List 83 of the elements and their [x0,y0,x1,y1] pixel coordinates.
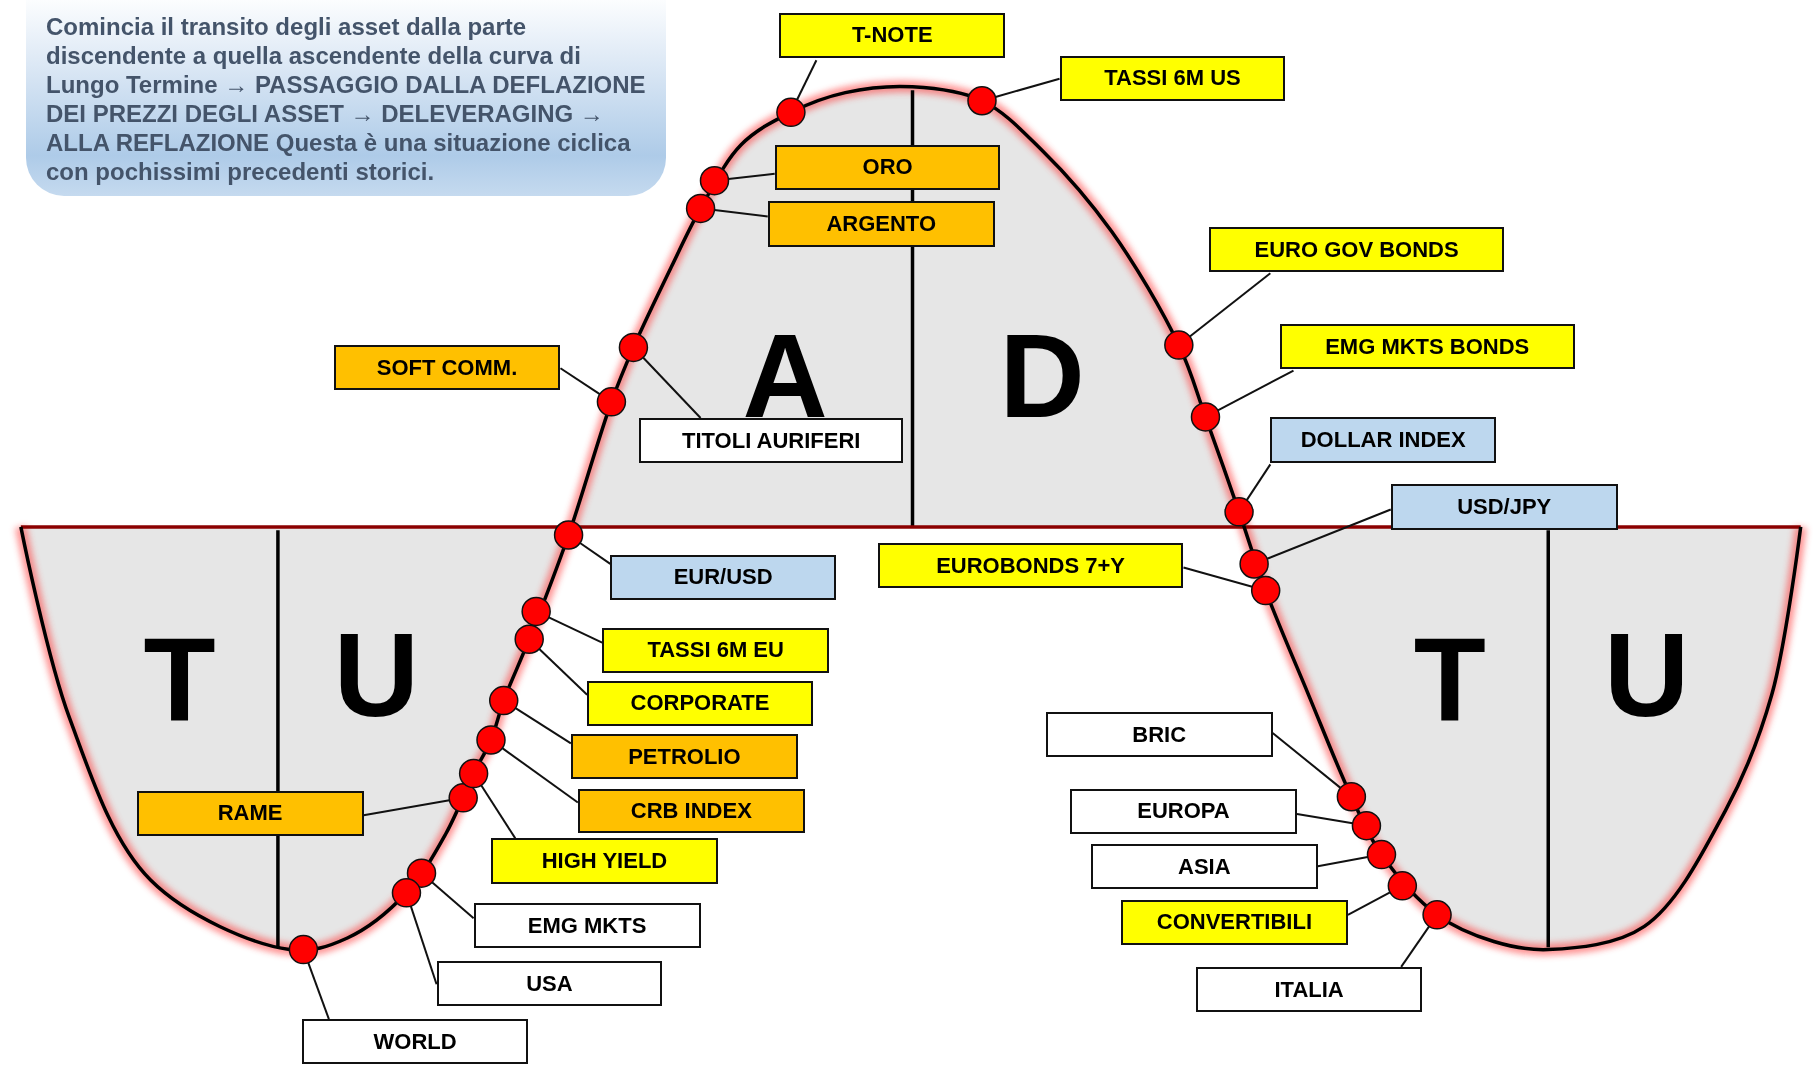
marker-dot [699,165,730,196]
leader-line [1216,369,1295,412]
asset-label: HIGH YIELD [491,838,718,884]
note-box: Comincia il transito degli asset dalla parte discendente a quella ascendente della curva di Lungo Termine → PASSAGGIO DALLA DEFLAZIONE DEI PREZZI DEGLI ASSET → DELEVERAGING → ALLA REFLAZIONE Questa è una situazione ciclica con pochissimi precedenti storici. [26,0,666,196]
marker-dot [967,86,997,116]
marker-dot [1250,575,1281,606]
leader-line [307,961,330,1021]
asset-label: PETROLIO [570,734,798,780]
marker-dot [618,332,649,363]
asset-label: CORPORATE [587,680,813,727]
asset-label: ASIA [1090,844,1318,890]
leader-line [1245,463,1272,502]
asset-label: T-NOTE [779,12,1006,58]
marker-dot [1366,839,1397,870]
marker-dot [596,387,627,417]
leader-line [514,707,572,745]
marker-dot [776,97,806,128]
leader-line [1182,566,1254,588]
asset-label: SOFT COMM. [333,345,561,391]
phase-letter: T [1413,620,1486,739]
asset-label: RAME [136,790,364,837]
asset-label: USA [436,961,663,1007]
asset-label: EUROBONDS 7+Y [877,543,1184,589]
asset-label: TASSI 6M EU [602,627,830,673]
asset-label: EMG MKTS BONDS [1279,324,1575,370]
asset-label: ORO [774,144,1001,190]
phase-letter: T [143,620,216,739]
leader-line [362,799,451,817]
asset-label: ARGENTO [767,201,995,247]
asset-label: TASSI 6M US [1059,55,1286,101]
asset-label: WORLD [302,1019,529,1065]
marker-dot [1224,497,1254,527]
marker-dot [685,193,716,224]
leader-line [480,784,517,840]
marker-dot [1164,330,1194,360]
marker-dot [553,520,584,550]
leader-line [642,356,702,420]
leader-line [994,77,1061,98]
marker-dot [1336,782,1367,812]
leader-line [1295,813,1354,825]
marker-dot [288,934,319,965]
leader-line [409,905,438,986]
asset-label: DOLLAR INDEX [1270,416,1497,464]
asset-label: CONVERTIBILI [1120,899,1348,945]
leader-line [431,881,475,920]
marker-dot [1387,871,1418,901]
leader-line [559,367,601,396]
phase-letter: U [333,616,419,735]
phase-letter: U [1604,616,1690,735]
asset-label: EURO GOV BONDS [1208,226,1505,273]
asset-label: ITALIA [1196,966,1422,1013]
leader-line [1346,891,1391,916]
asset-label: EMG MKTS [473,903,701,949]
marker-dot [1239,549,1269,579]
marker-dot [406,858,437,888]
phase-letter: D [999,317,1085,436]
marker-dot [448,783,478,813]
marker-dot [521,596,551,627]
leader-line [1266,508,1392,560]
leader-line [538,647,589,696]
leader-line [796,59,818,101]
marker-dot [458,758,489,789]
leader-line [727,172,776,181]
leader-line [501,747,579,804]
leader-line [1400,925,1431,968]
leader-line [1316,856,1369,868]
marker-dot [391,878,422,908]
asset-label: EUROPA [1070,788,1297,834]
marker-dot [1190,402,1221,432]
leader-line [1188,272,1272,338]
marker-dot [1422,900,1452,930]
asset-label: CRB INDEX [577,788,805,833]
marker-dot [476,725,506,755]
marker-dot [489,685,519,716]
leader-line [547,616,604,644]
asset-label: EUR/USD [610,554,837,600]
marker-dot [1351,810,1382,841]
asset-label: BRIC [1045,712,1273,758]
asset-label: USD/JPY [1390,484,1618,531]
leader-line [579,542,612,565]
leader-line [1271,732,1342,789]
marker-dot [514,624,544,654]
leader-line [713,209,769,218]
